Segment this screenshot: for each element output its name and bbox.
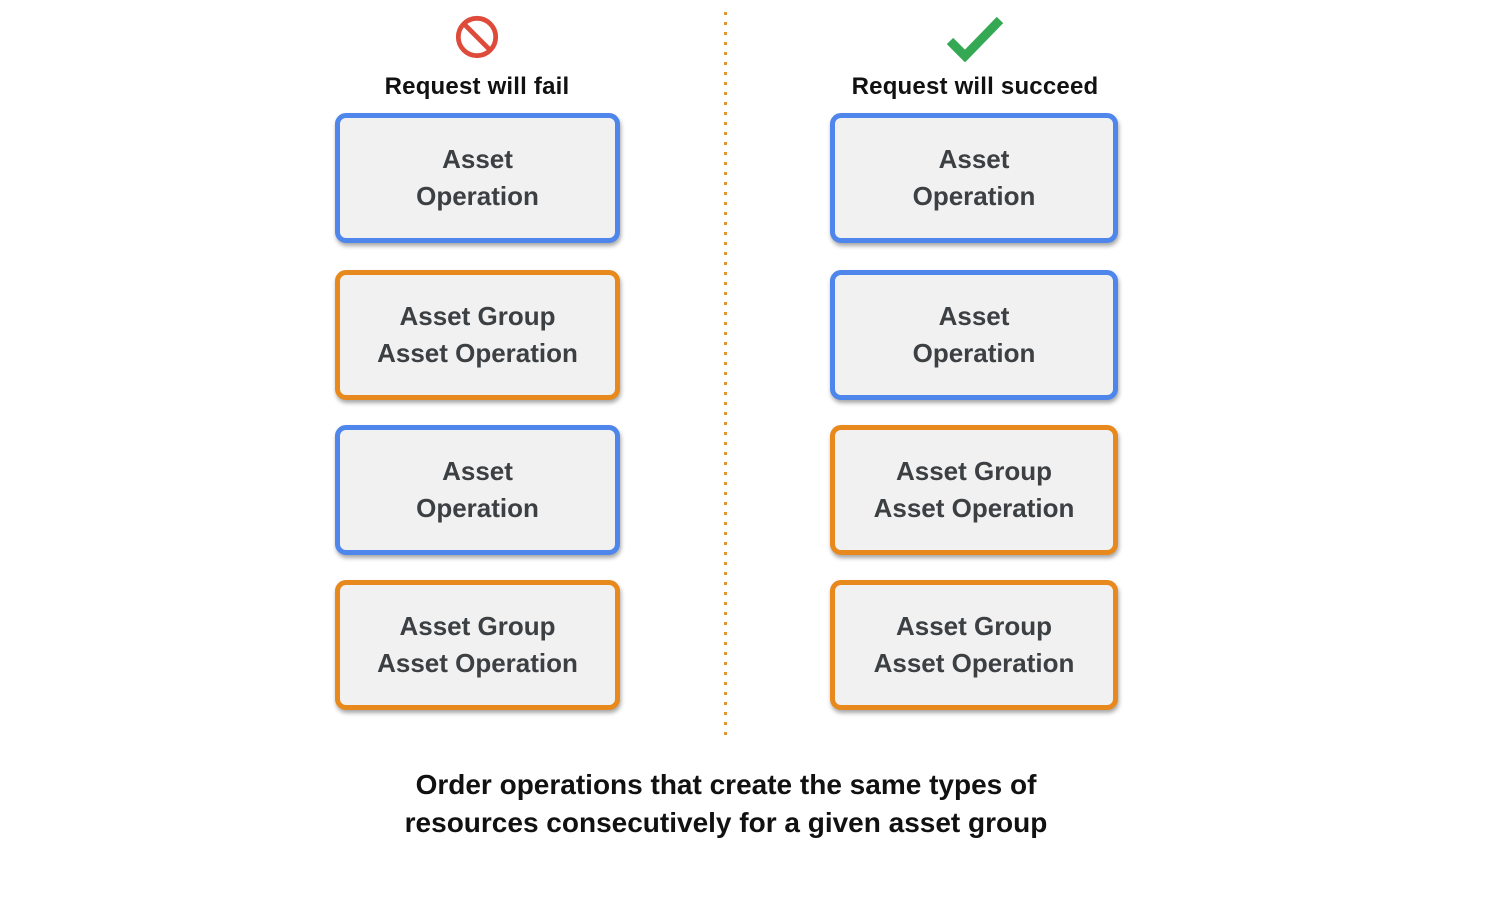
box-label: Asset Group Asset Operation <box>377 301 578 368</box>
succeed-box-asset-group-asset-operation-1: Asset Group Asset Operation <box>830 425 1118 555</box>
box-label: Asset Group Asset Operation <box>377 611 578 678</box>
box-label: Asset Operation <box>912 144 1036 211</box>
box-label: Asset Group Asset Operation <box>873 456 1075 523</box>
succeed-box-asset-operation-1: Asset Operation <box>830 113 1118 243</box>
fail-column-title: Request will fail <box>384 73 570 100</box>
box-label: Asset Operation <box>912 301 1036 368</box>
diagram-caption: Order operations that create the same ty… <box>404 769 1048 838</box>
checkmark-icon <box>944 14 1006 66</box>
succeed-box-asset-group-asset-operation-2: Asset Group Asset Operation <box>830 580 1118 710</box>
box-label: Asset Group Asset Operation <box>873 611 1075 678</box>
box-label: Asset Operation <box>416 456 539 523</box>
box-label: Asset Operation <box>416 144 539 211</box>
succeed-box-asset-operation-2: Asset Operation <box>830 270 1118 400</box>
fail-box-asset-group-asset-operation-1: Asset Group Asset Operation <box>335 270 620 400</box>
prohibition-icon <box>454 14 500 66</box>
fail-column-header: Request will fail <box>327 14 627 101</box>
column-divider-dotted-line <box>724 12 727 738</box>
fail-box-asset-operation-1: Asset Operation <box>335 113 620 243</box>
succeed-column-title: Request will succeed <box>851 73 1099 100</box>
fail-box-asset-group-asset-operation-2: Asset Group Asset Operation <box>335 580 620 710</box>
fail-box-asset-operation-2: Asset Operation <box>335 425 620 555</box>
succeed-column-header: Request will succeed <box>825 14 1125 101</box>
